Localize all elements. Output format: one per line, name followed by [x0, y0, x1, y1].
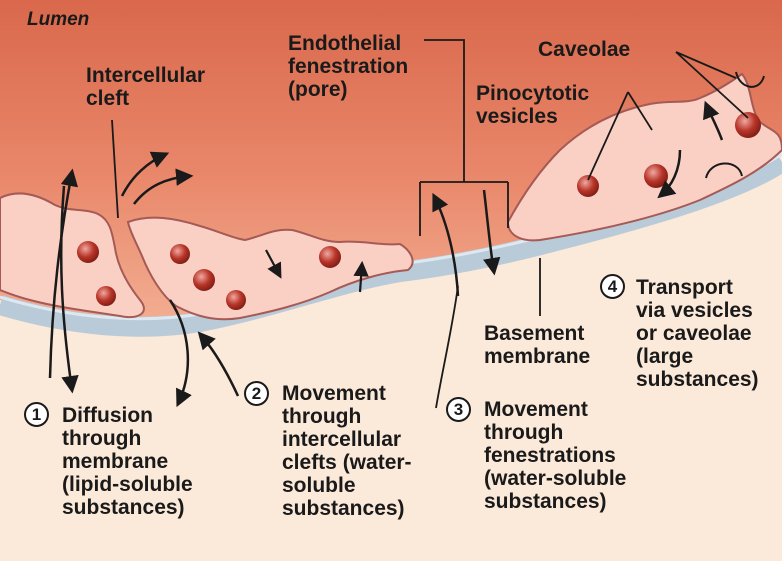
- route-3-arrow-up: [432, 192, 460, 297]
- route-2-number-badge: 2: [244, 381, 269, 406]
- route-4-description: Transport via vesicles or caveolae (larg…: [636, 276, 759, 391]
- route-1-arrow-down: [59, 185, 79, 394]
- intercellular-cleft-pointer: [111, 119, 119, 219]
- caveola-pit-icon: [705, 162, 743, 179]
- basement-membrane-label: Basement membrane: [484, 322, 591, 368]
- vesicle: [319, 246, 341, 268]
- caveola-pit-icon: [735, 71, 765, 88]
- route-2-description: Movement through intercellular clefts (w…: [282, 382, 412, 520]
- lumen-label: Lumen: [27, 9, 90, 30]
- pinocytotic-vesicles-pointer: [587, 91, 653, 181]
- route-1-number-badge: 1: [24, 402, 49, 427]
- route-3-number-badge: 3: [446, 397, 471, 422]
- route-1-arrow-up: [48, 168, 79, 379]
- caveolae-label: Caveolae: [538, 38, 631, 61]
- endothelial-fenestration-label: Endothelial fenestration (pore): [288, 32, 409, 101]
- vesicle: [77, 241, 99, 263]
- route-3-arrow-down: [482, 189, 501, 276]
- vesicle: [644, 164, 668, 188]
- vesicle: [577, 175, 599, 197]
- route-4-arrow-up: [703, 100, 724, 141]
- vesicle: [96, 286, 116, 306]
- route-2-arrow-lumen-right: [133, 168, 194, 205]
- route-3-description: Movement through fenestrations (water-so…: [484, 398, 627, 513]
- pinocytotic-vesicles-label: Pinocytotic vesicles: [476, 82, 590, 128]
- route-2-arrow-in: [197, 331, 240, 397]
- route-4-number-badge: 4: [600, 274, 625, 299]
- internal-arrow-up: [353, 260, 369, 293]
- vesicle: [170, 244, 190, 264]
- route-2-arrow-out: [168, 299, 192, 408]
- vesicle: [193, 269, 215, 291]
- vesicle: [735, 112, 761, 138]
- caveolae-pointer: [675, 51, 749, 119]
- internal-arrow-down: [265, 249, 282, 279]
- vesicle: [226, 290, 246, 310]
- fenestration-pointer: [419, 39, 509, 236]
- intercellular-cleft-label: Intercellular cleft: [86, 64, 206, 110]
- route-1-description: Diffusion through membrane (lipid-solubl…: [62, 404, 193, 519]
- route-2-arrow-lumen-up: [120, 151, 170, 197]
- route-3-leader: [435, 285, 459, 409]
- route-4-arrow-down: [657, 149, 682, 199]
